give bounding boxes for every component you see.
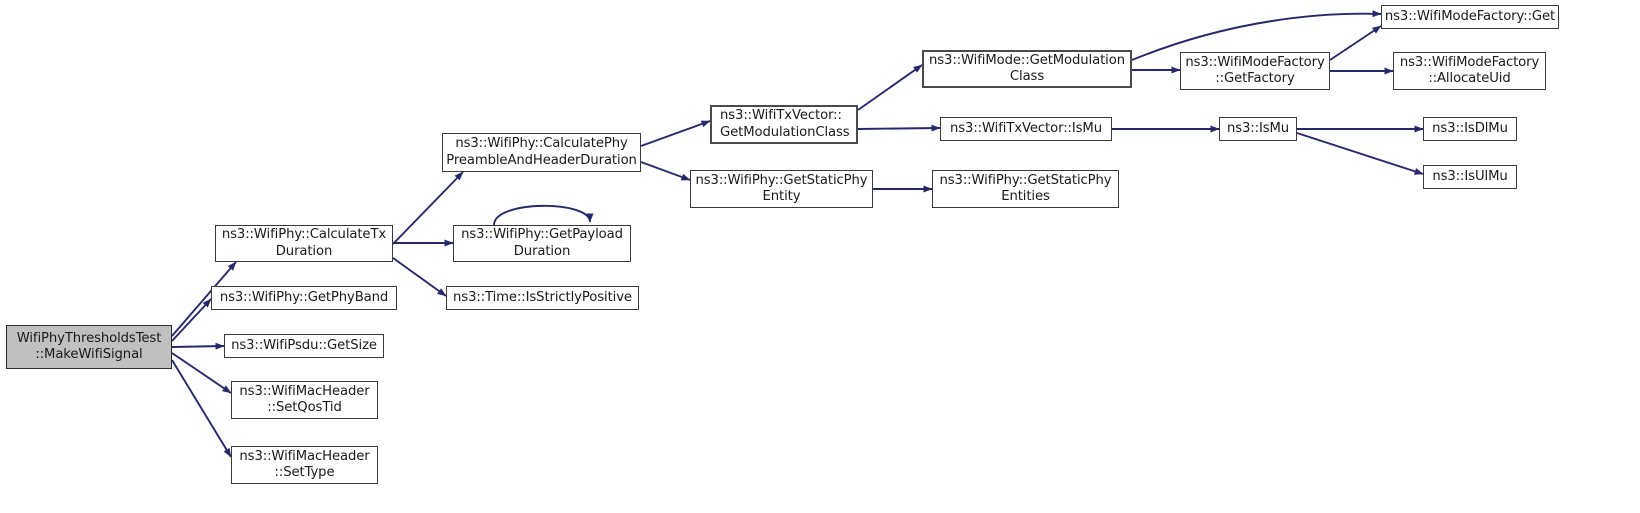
graph-node-txv_ismu[interactable]: ns3::WifiTxVector::IsMu — [940, 117, 1112, 141]
graph-node-setqostid[interactable]: ns3::WifiMacHeader ::SetQosTid — [231, 381, 378, 419]
graph-node-settype[interactable]: ns3::WifiMacHeader ::SetType — [231, 446, 378, 484]
graph-node-calctx[interactable]: ns3::WifiPhy::CalculateTx Duration — [215, 225, 393, 262]
graph-node-getfactory[interactable]: ns3::WifiModeFactory ::GetFactory — [1180, 52, 1330, 90]
graph-node-strictlypos[interactable]: ns3::Time::IsStrictlyPositive — [446, 286, 639, 310]
edge-calctx-to-strictlypos — [392, 257, 447, 297]
graph-node-getphyband[interactable]: ns3::WifiPhy::GetPhyBand — [211, 286, 397, 310]
graph-node-root: WifiPhyThresholdsTest ::MakeWifiSignal — [6, 325, 172, 369]
edge-root-to-setqostid — [171, 352, 232, 394]
graph-node-allocateuid[interactable]: ns3::WifiModeFactory ::AllocateUid — [1393, 52, 1546, 90]
graph-node-getstaticphyents[interactable]: ns3::WifiPhy::GetStaticPhy Entities — [932, 170, 1119, 208]
edge-root-to-getsize — [171, 342, 225, 350]
edge-calcpreamble-to-getstaticphyent — [640, 161, 691, 181]
edge-getfactory-to-factoryget — [1329, 25, 1382, 61]
edge-ismu-to-isulmu — [1296, 132, 1424, 175]
edge-txv_getmodclass-to-wm_getmodclass — [857, 64, 923, 111]
edge-root-to-settype — [171, 359, 232, 458]
edge-root-to-getphyband — [171, 298, 212, 342]
edge-txv_getmodclass-to-txv_ismu — [857, 124, 941, 132]
graph-node-getpayload[interactable]: ns3::WifiPhy::GetPayload Duration — [453, 225, 631, 262]
graph-node-txv_getmodclass[interactable]: ns3::WifiTxVector:: GetModulationClass — [710, 105, 858, 144]
graph-node-isdlmu[interactable]: ns3::IsDlMu — [1423, 117, 1517, 141]
graph-node-getstaticphyent[interactable]: ns3::WifiPhy::GetStaticPhy Entity — [690, 170, 873, 208]
graph-node-ismu[interactable]: ns3::IsMu — [1219, 117, 1297, 141]
graph-node-factoryget[interactable]: ns3::WifiModeFactory::Get — [1381, 5, 1559, 29]
graph-node-isulmu[interactable]: ns3::IsUlMu — [1423, 165, 1517, 189]
edge-getpayload-to-getpayload — [493, 204, 594, 226]
graph-node-calcpreamble[interactable]: ns3::WifiPhy::CalculatePhy PreambleAndHe… — [442, 133, 641, 172]
graph-node-getsize[interactable]: ns3::WifiPsdu::GetSize — [224, 334, 384, 358]
edge-calcpreamble-to-txv_getmodclass — [640, 120, 711, 147]
graph-node-wm_getmodclass[interactable]: ns3::WifiMode::GetModulation Class — [922, 50, 1132, 88]
